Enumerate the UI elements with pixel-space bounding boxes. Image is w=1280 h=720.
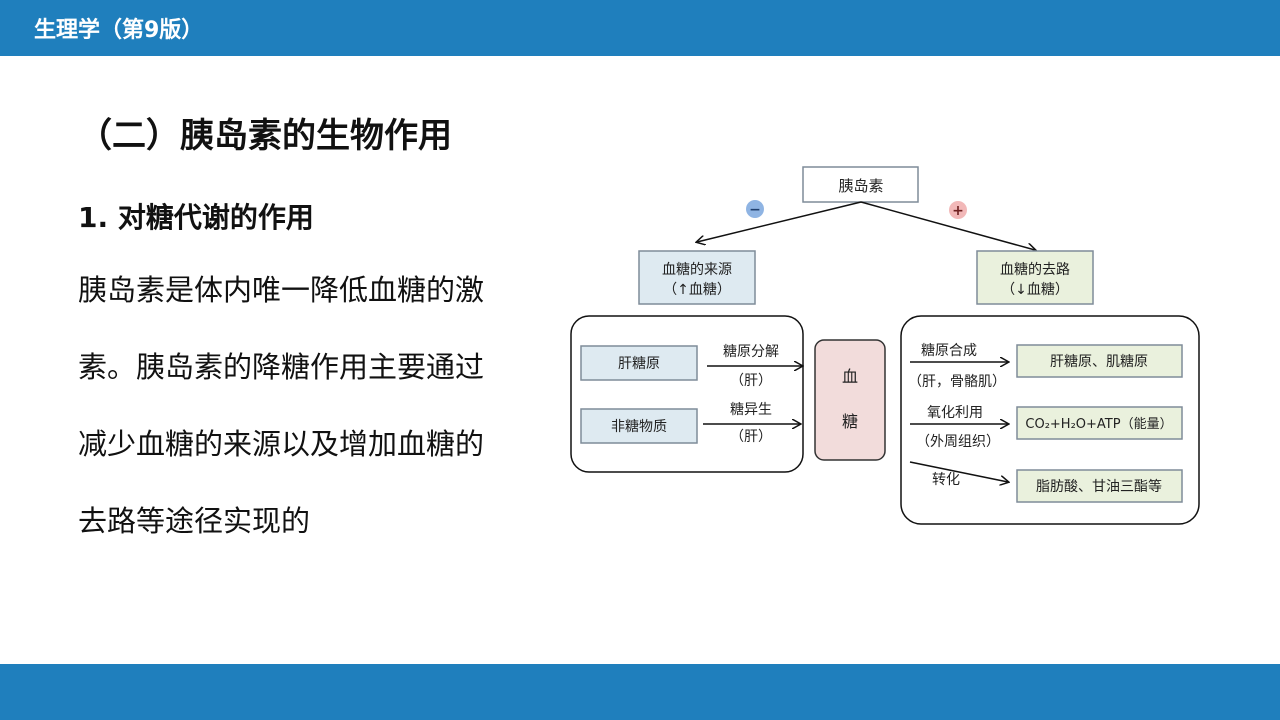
minus-icon — [746, 200, 764, 218]
plus-icon — [949, 201, 967, 219]
glucose-sink-note: （↓血糖） — [1001, 282, 1069, 298]
body-line: 去路等途径实现的 — [78, 504, 311, 538]
gluconeogenesis-site: （肝） — [730, 429, 772, 445]
glucose-source-note: （↑血糖） — [663, 282, 731, 298]
energy-label: CO₂+H₂O+ATP（能量） — [1025, 417, 1172, 432]
liver-glycogen-label: 肝糖原 — [618, 356, 660, 372]
insulin-box — [802, 166, 919, 203]
promote-arrow — [860, 201, 1035, 250]
section-heading: 1. 对糖代谢的作用 — [78, 201, 314, 234]
blood-glucose-char1: 血 — [842, 367, 858, 386]
oxidation-label: 氧化利用 — [927, 405, 983, 421]
body-line: 素。胰岛素的降糖作用主要通过 — [78, 350, 485, 384]
body-line: 减少血糖的来源以及增加血糖的 — [78, 427, 485, 461]
inhibit-arrow — [697, 201, 862, 242]
glycogenolysis-label: 糖原分解 — [723, 344, 779, 360]
conversion-arrow — [909, 461, 1008, 482]
glucose-sink-title: 血糖的去路 — [1000, 262, 1070, 278]
conversion-label: 转化 — [932, 472, 960, 488]
blood-glucose-char2: 糖 — [842, 412, 858, 431]
fat-box — [1016, 469, 1183, 503]
source-group — [570, 315, 804, 473]
header-bar: 生理学（第9版） — [0, 0, 1280, 56]
glycogenesis-site: （肝，骨骼肌） — [908, 374, 1006, 390]
slide-title: （二）胰岛素的生物作用 — [78, 116, 452, 156]
glycogenolysis-site: （肝） — [730, 373, 772, 389]
book-title: 生理学（第9版） — [34, 18, 204, 43]
fat-label: 脂肪酸、甘油三酯等 — [1036, 478, 1162, 495]
glycogenesis-label: 糖原合成 — [921, 343, 977, 359]
glucose-source-title: 血糖的来源 — [662, 262, 732, 278]
oxidation-site: （外周组织） — [916, 434, 1000, 450]
glucose-sink-box — [976, 250, 1094, 305]
glycogen-store-box — [1016, 344, 1183, 378]
minus-sign: − — [749, 202, 761, 218]
blood-glucose-box — [814, 339, 886, 461]
gluconeogenesis-label: 糖异生 — [730, 402, 772, 418]
body-line: 胰岛素是体内唯一降低血糖的激 — [78, 273, 485, 307]
body-paragraph: 胰岛素是体内唯一降低血糖的激 素。胰岛素的降糖作用主要通过 减少血糖的来源以及增… — [78, 252, 530, 560]
liver-glycogen-box — [580, 345, 698, 381]
energy-box — [1016, 406, 1183, 440]
footer-bar — [0, 664, 1280, 720]
non-sugar-box — [580, 408, 698, 444]
glucose-source-box — [638, 250, 756, 305]
glycogen-store-label: 肝糖原、肌糖原 — [1050, 354, 1148, 370]
plus-sign: + — [952, 203, 964, 219]
non-sugar-label: 非糖物质 — [611, 419, 667, 435]
insulin-label: 胰岛素 — [838, 177, 883, 195]
